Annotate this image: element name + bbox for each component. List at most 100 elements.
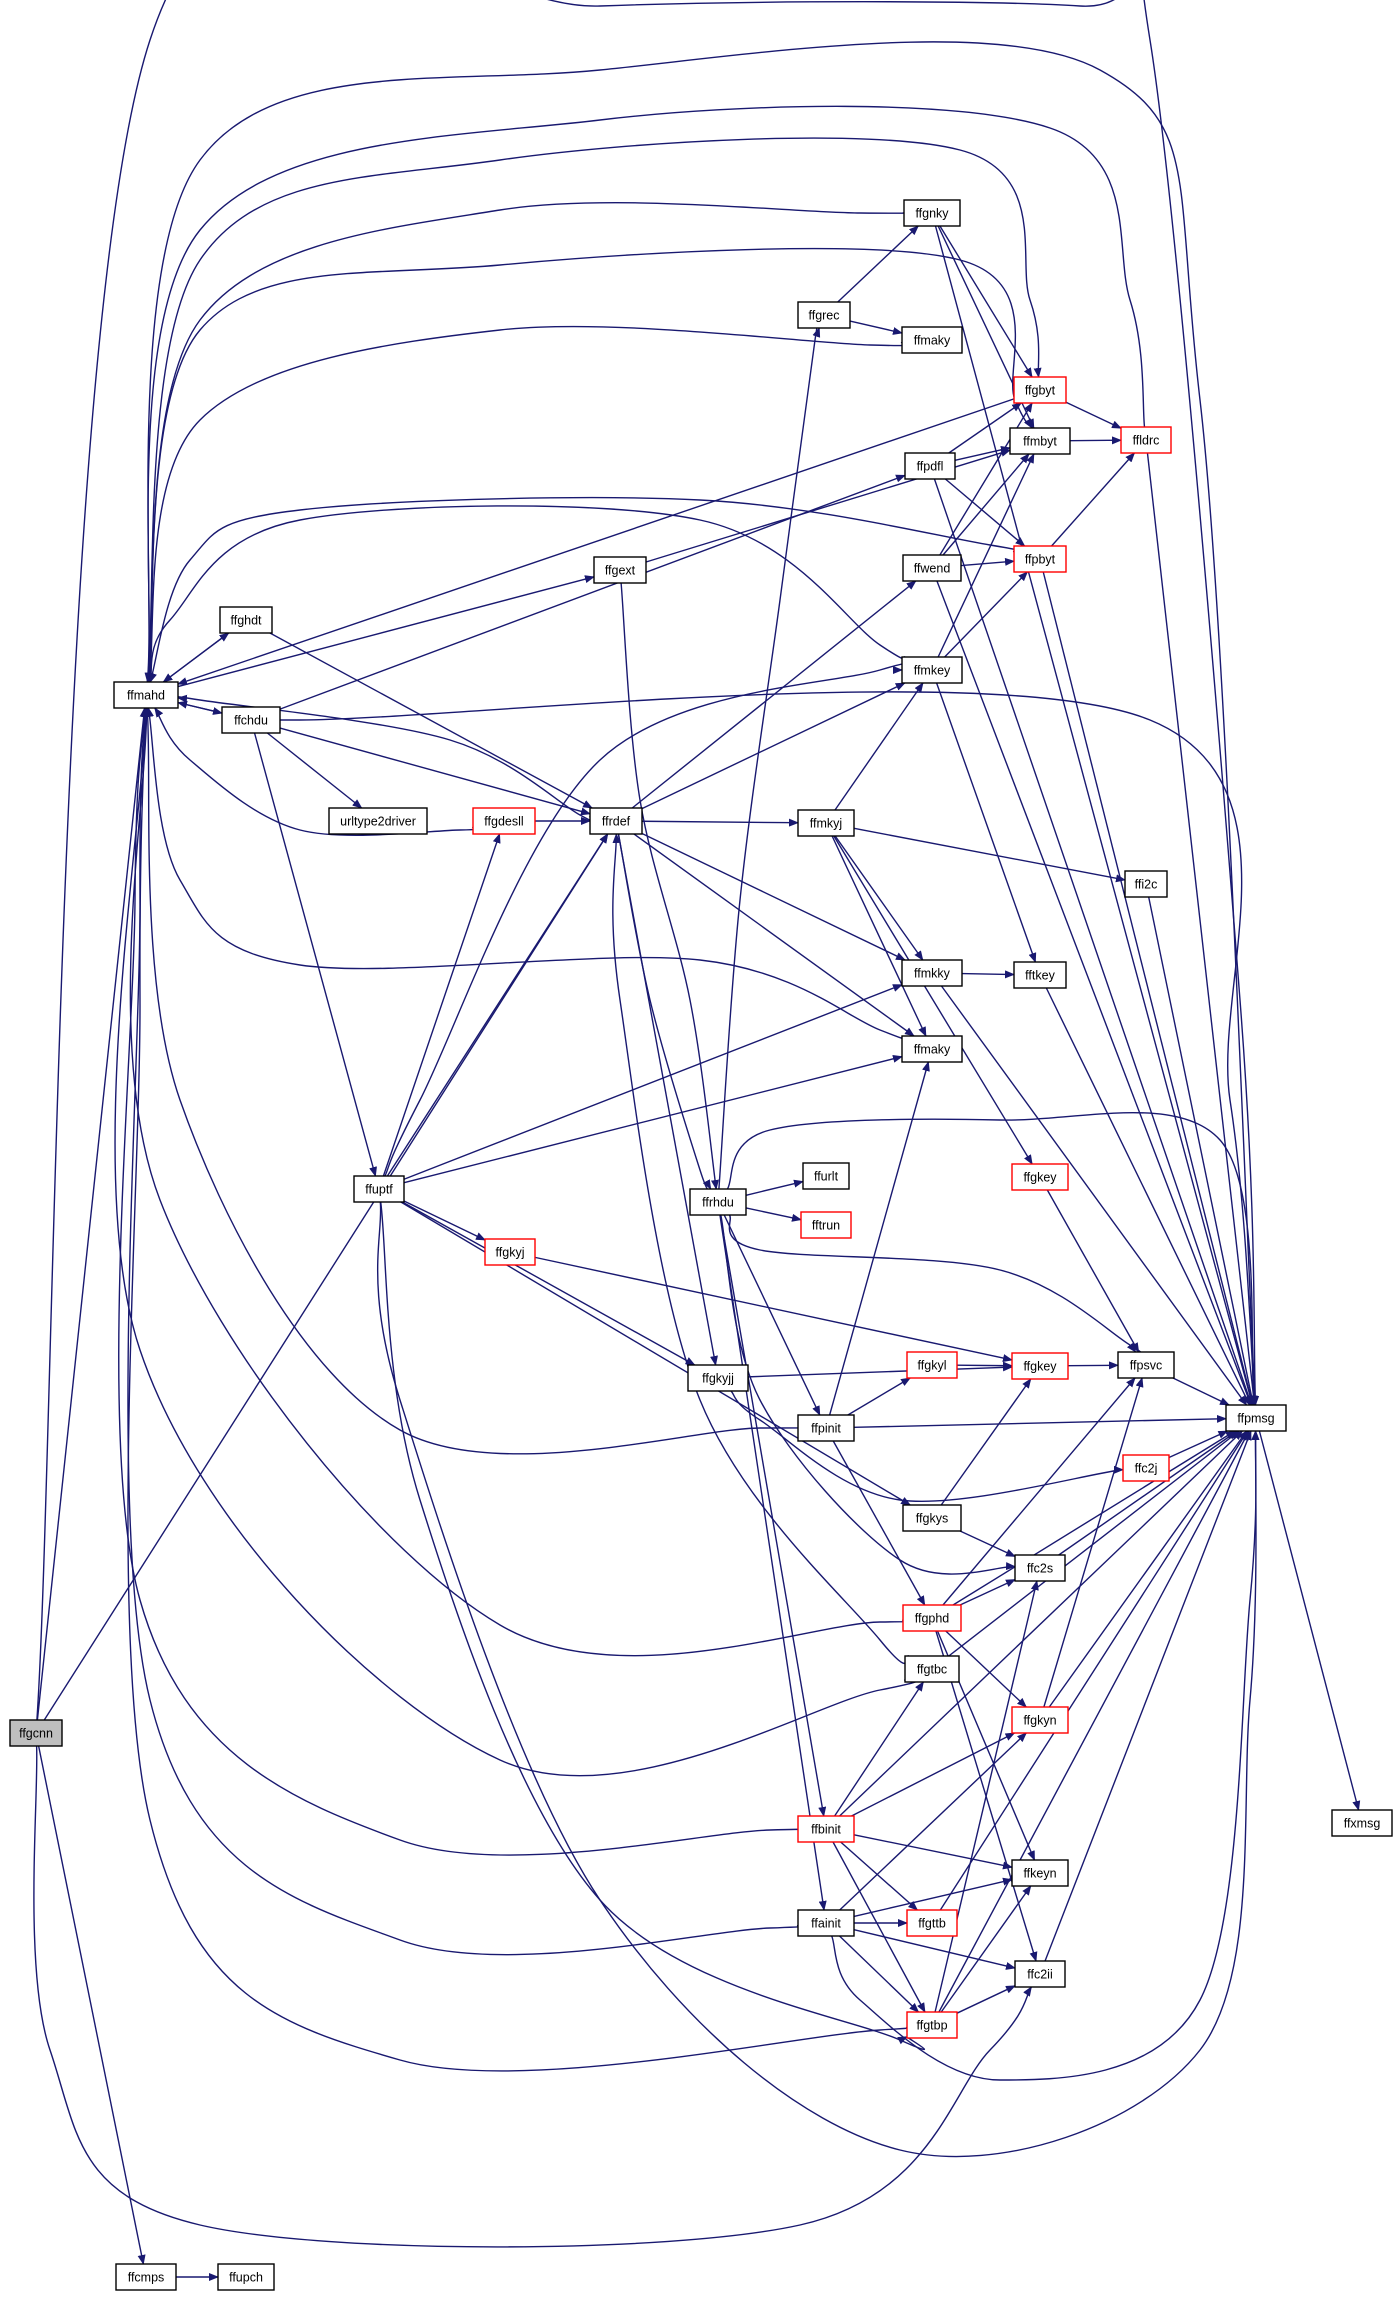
node-box[interactable] <box>221 706 281 734</box>
node-ffgtbp[interactable]: ffgtbp <box>906 2011 958 2039</box>
node-ffgtbc[interactable]: ffgtbc <box>904 1655 960 1683</box>
node-ffmkyj[interactable]: ffmkyj <box>797 809 855 837</box>
node-box[interactable] <box>1331 1809 1393 1837</box>
node-ffmkky[interactable]: ffmkky <box>901 959 963 987</box>
node-ffmahd[interactable]: ffmahd <box>113 681 179 709</box>
node-ffgdesll[interactable]: ffgdesll <box>472 807 536 835</box>
node-ffc2ii[interactable]: ffc2ii <box>1014 1960 1066 1988</box>
node-box[interactable] <box>593 556 647 584</box>
node-ffgkey-mid[interactable]: ffgkey <box>1011 1163 1069 1191</box>
node-ffpbyt[interactable]: ffpbyt <box>1013 545 1067 573</box>
node-ffuptf[interactable]: ffuptf <box>353 1175 405 1203</box>
node-box[interactable] <box>902 1504 962 1532</box>
node-ffchdu[interactable]: ffchdu <box>221 706 281 734</box>
node-box[interactable] <box>903 199 961 227</box>
node-ffainit[interactable]: ffainit <box>797 1909 855 1937</box>
node-box[interactable] <box>1014 1554 1066 1582</box>
node-box[interactable] <box>1124 870 1168 898</box>
node-box[interactable] <box>1120 426 1172 454</box>
node-ffurlt[interactable]: ffurlt <box>802 1162 850 1190</box>
node-box[interactable] <box>904 1655 960 1683</box>
node-ffrhdu[interactable]: ffrhdu <box>689 1188 747 1216</box>
node-ffgkyl[interactable]: ffgkyl <box>906 1351 958 1379</box>
node-ffmaky-mid[interactable]: ffmaky <box>901 1035 963 1063</box>
node-box[interactable] <box>1011 1706 1069 1734</box>
node-ffwend[interactable]: ffwend <box>902 554 962 582</box>
node-ffgttb[interactable]: ffgttb <box>906 1909 958 1937</box>
node-ffpinit[interactable]: ffpinit <box>797 1414 855 1442</box>
node-ffgphd[interactable]: ffgphd <box>902 1604 962 1632</box>
node-ffrdef[interactable]: ffrdef <box>589 807 643 835</box>
node-urltype2driver[interactable]: urltype2driver <box>328 807 428 835</box>
node-box[interactable] <box>484 1238 536 1266</box>
node-ffgkyj[interactable]: ffgkyj <box>484 1238 536 1266</box>
node-box[interactable] <box>904 452 956 480</box>
node-ffc2j[interactable]: ffc2j <box>1122 1454 1170 1482</box>
node-box[interactable] <box>1117 1351 1175 1379</box>
node-box[interactable] <box>328 807 428 835</box>
node-ffgkey[interactable]: ffgkey <box>1011 1352 1069 1380</box>
node-box[interactable] <box>797 1815 855 1843</box>
node-ffpmsg[interactable]: ffpmsg <box>1225 1404 1287 1432</box>
node-box[interactable] <box>1014 1960 1066 1988</box>
node-box[interactable] <box>113 681 179 709</box>
node-ffupch[interactable]: ffupch <box>217 2263 275 2291</box>
node-box[interactable] <box>802 1162 850 1190</box>
node-ffcmps[interactable]: ffcmps <box>115 2263 177 2291</box>
node-box[interactable] <box>217 2263 275 2291</box>
node-box[interactable] <box>353 1175 405 1203</box>
node-box[interactable] <box>219 606 273 634</box>
node-box[interactable] <box>906 1351 958 1379</box>
node-ffi2c[interactable]: ffi2c <box>1124 870 1168 898</box>
node-box[interactable] <box>902 554 962 582</box>
node-box[interactable] <box>9 1719 63 1747</box>
node-box[interactable] <box>797 1909 855 1937</box>
node-ffkeyn[interactable]: ffkeyn <box>1011 1859 1069 1887</box>
node-ffghdt[interactable]: ffghdt <box>219 606 273 634</box>
node-ffmaky-top[interactable]: ffmaky <box>901 326 963 354</box>
node-ffgext[interactable]: ffgext <box>593 556 647 584</box>
node-box[interactable] <box>1011 1352 1069 1380</box>
node-box[interactable] <box>1122 1454 1170 1482</box>
node-box[interactable] <box>1009 427 1071 455</box>
node-box[interactable] <box>689 1188 747 1216</box>
node-box[interactable] <box>687 1364 749 1392</box>
node-box[interactable] <box>1011 1163 1069 1191</box>
node-fftrun[interactable]: fftrun <box>800 1211 852 1239</box>
node-ffgcnn[interactable]: ffgcnn <box>9 1719 63 1747</box>
node-ffgkys[interactable]: ffgkys <box>902 1504 962 1532</box>
node-ffldrc[interactable]: ffldrc <box>1120 426 1172 454</box>
node-box[interactable] <box>906 2011 958 2039</box>
node-box[interactable] <box>1013 545 1067 573</box>
node-box[interactable] <box>800 1211 852 1239</box>
node-box[interactable] <box>797 301 851 329</box>
node-box[interactable] <box>1013 376 1067 404</box>
node-box[interactable] <box>901 959 963 987</box>
node-ffgrec[interactable]: ffgrec <box>797 301 851 329</box>
node-box[interactable] <box>797 1414 855 1442</box>
node-ffgbyt[interactable]: ffgbyt <box>1013 376 1067 404</box>
node-box[interactable] <box>902 1604 962 1632</box>
node-ffc2s[interactable]: ffc2s <box>1014 1554 1066 1582</box>
node-box[interactable] <box>901 656 963 684</box>
node-box[interactable] <box>901 1035 963 1063</box>
node-box[interactable] <box>589 807 643 835</box>
node-fftkey[interactable]: fftkey <box>1013 961 1067 989</box>
node-box[interactable] <box>1011 1859 1069 1887</box>
node-box[interactable] <box>901 326 963 354</box>
node-box[interactable] <box>906 1909 958 1937</box>
node-box[interactable] <box>1225 1404 1287 1432</box>
node-box[interactable] <box>797 809 855 837</box>
node-ffpdfl[interactable]: ffpdfl <box>904 452 956 480</box>
node-box[interactable] <box>1013 961 1067 989</box>
node-ffgnky[interactable]: ffgnky <box>903 199 961 227</box>
node-ffgkyn[interactable]: ffgkyn <box>1011 1706 1069 1734</box>
node-ffmbyt[interactable]: ffmbyt <box>1009 427 1071 455</box>
node-ffgkyjj[interactable]: ffgkyjj <box>687 1364 749 1392</box>
node-ffxmsg[interactable]: ffxmsg <box>1331 1809 1393 1837</box>
node-box[interactable] <box>472 807 536 835</box>
node-ffbinit[interactable]: ffbinit <box>797 1815 855 1843</box>
node-ffmkey[interactable]: ffmkey <box>901 656 963 684</box>
node-ffpsvc[interactable]: ffpsvc <box>1117 1351 1175 1379</box>
node-box[interactable] <box>115 2263 177 2291</box>
